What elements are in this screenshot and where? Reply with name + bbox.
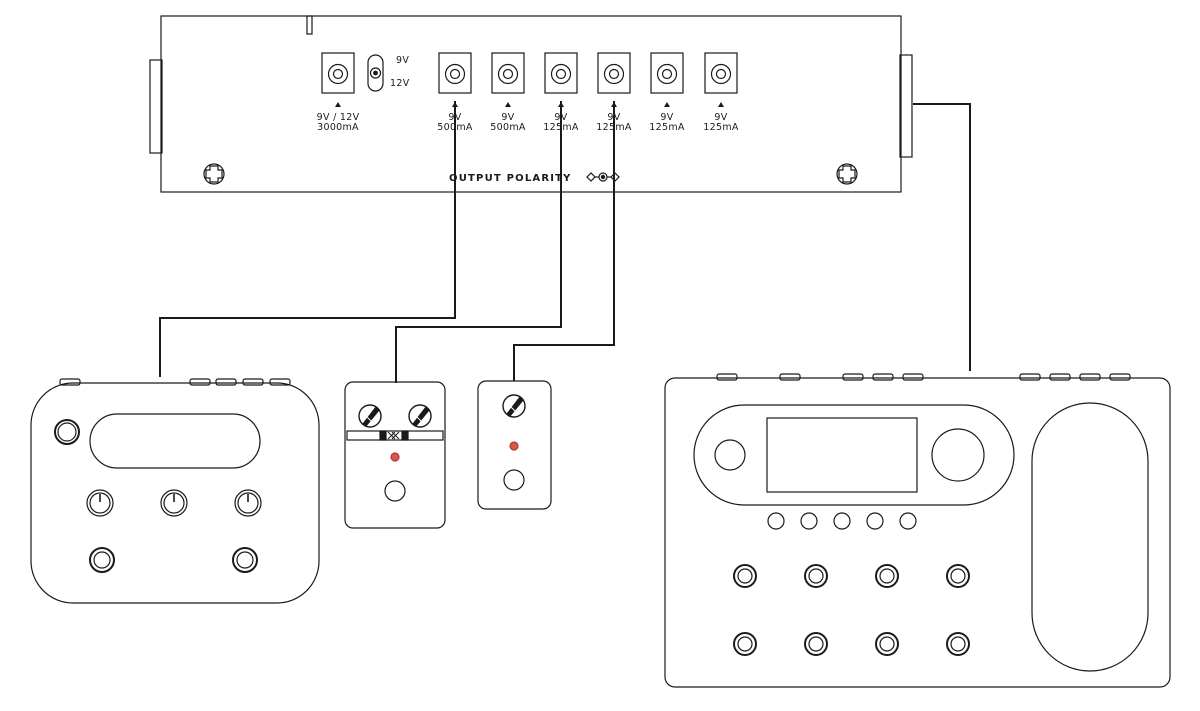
cable-to-right-multieffect	[913, 103, 971, 371]
footswitch-icon[interactable]	[946, 564, 970, 588]
knob-icon[interactable]	[358, 404, 382, 428]
output-6-current: 125mA	[649, 122, 685, 133]
top-edge-button[interactable]	[716, 373, 738, 381]
right-unit-small-button[interactable]	[714, 439, 746, 471]
single-knob-pedal	[477, 380, 552, 510]
small-round-button[interactable]	[800, 512, 818, 530]
right-unit-screen	[766, 417, 918, 493]
right-unit-main-encoder[interactable]	[931, 428, 985, 482]
screw-icon	[836, 163, 858, 185]
right-unit-display-panel	[693, 404, 1015, 506]
triangle-icon	[335, 102, 341, 107]
screw-icon	[203, 163, 225, 185]
small-round-button[interactable]	[767, 512, 785, 530]
output-jack-5[interactable]	[597, 52, 631, 94]
stripe-block	[379, 430, 387, 441]
output-jack-7[interactable]	[704, 52, 738, 94]
right-multieffect-unit	[664, 373, 1171, 688]
output-markers	[335, 102, 724, 107]
output-jack-4[interactable]	[544, 52, 578, 94]
top-edge-button[interactable]	[1019, 373, 1041, 381]
footswitch-icon[interactable]	[733, 632, 757, 656]
top-edge-button[interactable]	[842, 373, 864, 381]
top-edge-button[interactable]	[59, 378, 81, 386]
footswitch-icon[interactable]	[946, 632, 970, 656]
triangle-icon	[505, 102, 511, 107]
footswitch-icon[interactable]	[875, 564, 899, 588]
triangle-icon	[718, 102, 724, 107]
knob-icon[interactable]	[234, 489, 262, 517]
top-edge-button[interactable]	[872, 373, 894, 381]
top-edge-button[interactable]	[1109, 373, 1131, 381]
top-edge-button[interactable]	[269, 378, 291, 386]
triangle-icon	[664, 102, 670, 107]
left-mounting-bracket	[149, 59, 163, 154]
left-unit-small-button[interactable]	[57, 422, 77, 442]
output-labels: 9V / 12V 3000mA 9V 500mA 9V 500mA 9V 125…	[317, 112, 739, 133]
power-supply-body	[160, 15, 902, 193]
left-unit-display	[89, 413, 261, 469]
top-notch	[306, 15, 313, 35]
voltage-selector-switch[interactable]	[367, 54, 384, 92]
top-edge-button[interactable]	[779, 373, 801, 381]
top-edge-button[interactable]	[1049, 373, 1071, 381]
footswitch-icon[interactable]	[733, 564, 757, 588]
output-3-voltage: 9V	[501, 112, 514, 123]
footswitch-icon[interactable]	[804, 632, 828, 656]
output-jack-6[interactable]	[650, 52, 684, 94]
cable-to-left-multieffect	[159, 101, 456, 377]
top-edge-button[interactable]	[215, 378, 237, 386]
power-cables	[159, 101, 971, 383]
cable-to-single-pedal	[513, 101, 615, 381]
small-round-button[interactable]	[899, 512, 917, 530]
stripe-pattern	[387, 431, 400, 440]
expression-pedal[interactable]	[1031, 402, 1149, 672]
top-edge-button[interactable]	[902, 373, 924, 381]
knob-icon[interactable]	[86, 489, 114, 517]
dual-knob-pedal	[344, 381, 446, 529]
output-1-voltage: 9V / 12V	[317, 112, 360, 123]
left-unit-body	[30, 382, 320, 604]
small-round-button[interactable]	[833, 512, 851, 530]
output-7-voltage: 9V	[714, 112, 727, 123]
output-jack-2[interactable]	[438, 52, 472, 94]
output-7-current: 125mA	[703, 122, 739, 133]
right-mounting-bracket	[899, 54, 913, 158]
cable-to-dual-pedal	[395, 101, 562, 383]
top-edge-button[interactable]	[189, 378, 211, 386]
power-supply-unit: 9V 12V 9V / 12V 3000mA 9V 500mA 9V 500mA…	[149, 15, 913, 193]
footswitch-icon[interactable]	[804, 564, 828, 588]
top-edge-button[interactable]	[1079, 373, 1101, 381]
switch-label-9v: 9V	[396, 55, 409, 66]
output-jack-1[interactable]	[321, 52, 355, 94]
single-pedal-body	[477, 380, 552, 510]
switch-label-12v: 12V	[390, 78, 410, 89]
knob-icon[interactable]	[502, 394, 526, 418]
led-indicator	[390, 452, 400, 462]
knob-icon[interactable]	[408, 404, 432, 428]
top-edge-button[interactable]	[242, 378, 264, 386]
footswitch-icon[interactable]	[875, 632, 899, 656]
footswitch-icon[interactable]	[503, 469, 525, 491]
small-round-button[interactable]	[866, 512, 884, 530]
output-1-current: 3000mA	[317, 122, 359, 133]
pedal-stripe	[346, 430, 444, 441]
footswitch-icon[interactable]	[89, 547, 115, 573]
output-6-voltage: 9V	[660, 112, 673, 123]
output-jack-3[interactable]	[491, 52, 525, 94]
stripe-block	[401, 430, 409, 441]
right-unit-body	[664, 377, 1171, 688]
led-indicator	[509, 441, 519, 451]
left-multieffect-unit	[30, 378, 320, 604]
dual-pedal-body	[344, 381, 446, 529]
footswitch-icon[interactable]	[232, 547, 258, 573]
output-polarity-label: OUTPUT POLARITY	[449, 173, 572, 184]
footswitch-icon[interactable]	[384, 480, 406, 502]
knob-icon[interactable]	[160, 489, 188, 517]
output-3-current: 500mA	[490, 122, 526, 133]
